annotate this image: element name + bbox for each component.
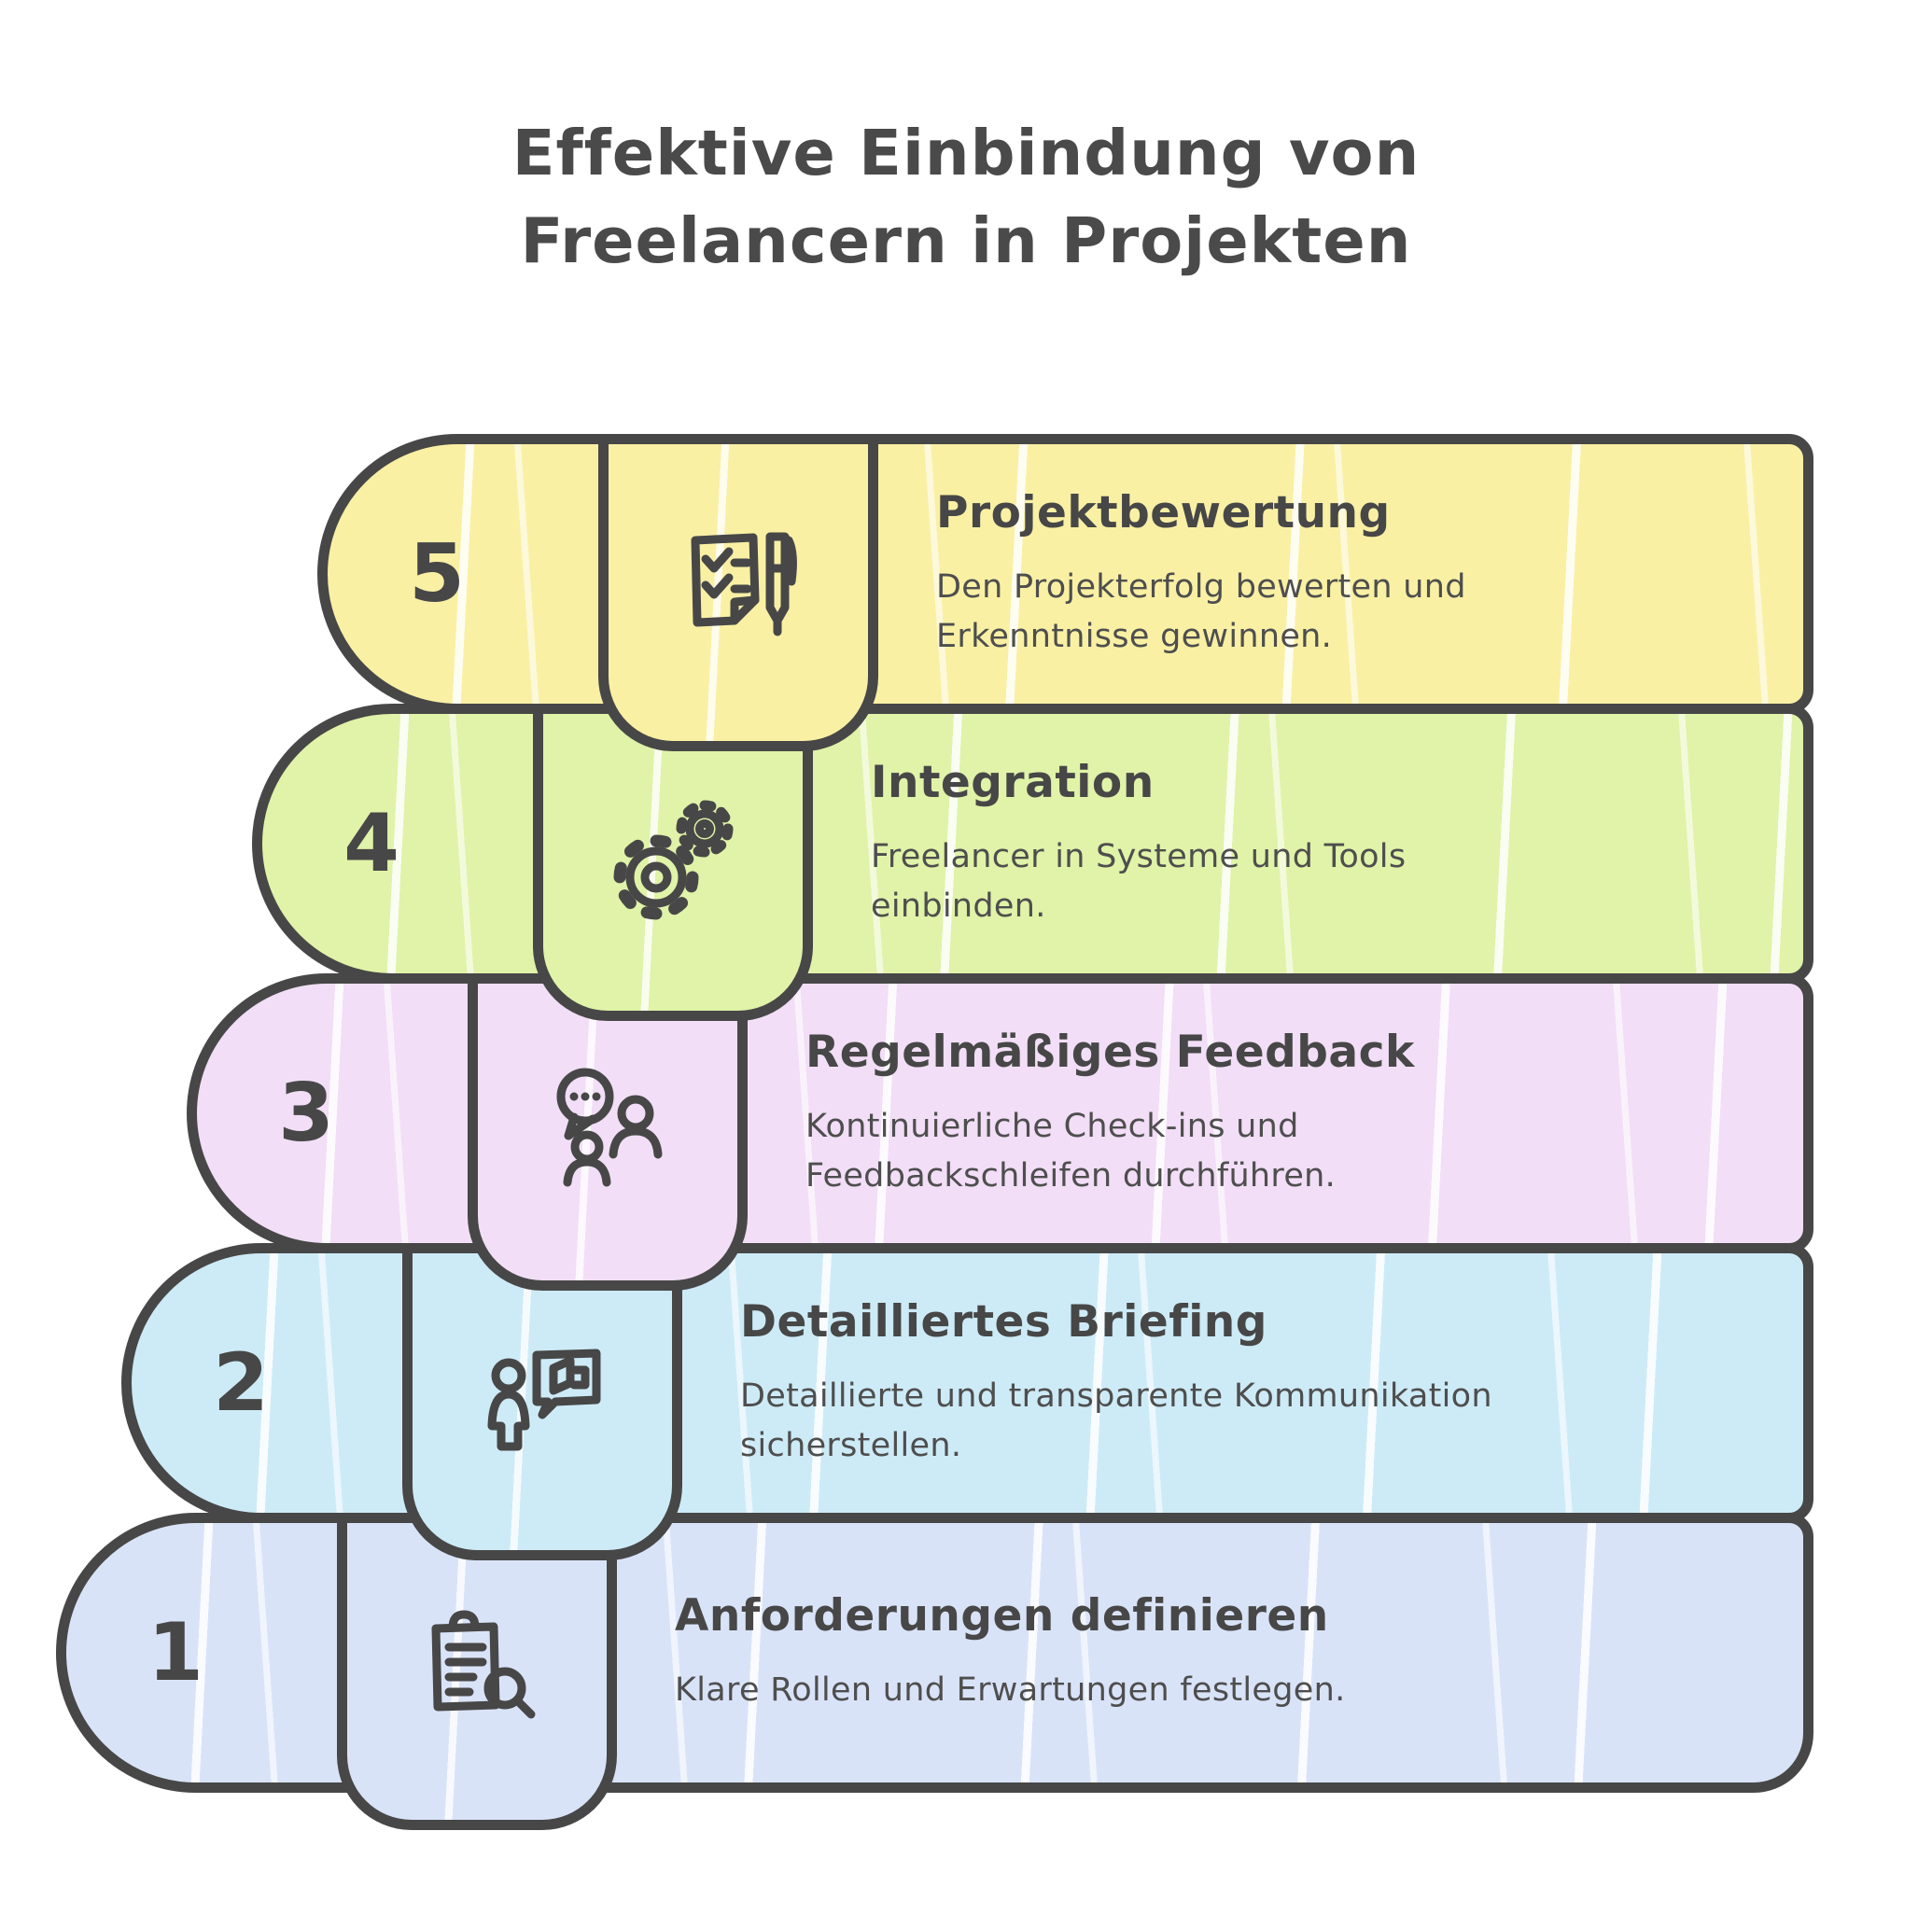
step-row-5: 5 [317, 434, 1813, 751]
step-text-block: Integration Freelancer in Systeme und To… [871, 714, 1755, 973]
step-row-4: 4 Integration Freelancer in Systeme [252, 704, 1813, 1021]
step-text-block: Projektbewertung Den Projekterfolg bewer… [936, 444, 1755, 704]
step-number-bubble: 5 [328, 444, 598, 704]
page-title-line1: Effektive Einbindung von [511, 117, 1421, 189]
checklist-pen-icon [664, 518, 813, 667]
step-number: 3 [278, 1067, 334, 1160]
step-title: Projektbewertung [936, 487, 1391, 538]
step-number: 5 [409, 527, 465, 621]
step-number-bubble: 3 [197, 984, 468, 1243]
step-icon-capsule [598, 434, 878, 751]
step-row-1: 1 Anforderungen [56, 1513, 1813, 1830]
step-number: 2 [213, 1336, 269, 1430]
step-number: 1 [147, 1606, 203, 1699]
step-row-3: 3 [187, 973, 1813, 1291]
step-title: Integration [871, 757, 1155, 808]
step-icon-capsule [533, 704, 813, 1021]
step-icon-capsule [468, 973, 748, 1291]
clipboard-search-icon [402, 1597, 552, 1746]
step-title: Detailliertes Briefing [740, 1296, 1267, 1348]
step-number: 4 [343, 797, 399, 890]
step-description: Detaillierte und transparente Kommunikat… [740, 1377, 1492, 1464]
step-number-bubble: 4 [262, 714, 533, 973]
step-description: Kontinuierliche Check-ins und Feedbacksc… [805, 1108, 1337, 1195]
step-number-bubble: 2 [132, 1253, 402, 1513]
step-title: Regelmäßiges Feedback [805, 1027, 1415, 1078]
step-title: Anforderungen definieren [675, 1590, 1329, 1642]
step-text-block: Detailliertes Briefing Detaillierte und … [740, 1253, 1755, 1513]
step-icon-capsule [402, 1243, 682, 1560]
gears-icon [598, 788, 748, 937]
step-description: Freelancer in Systeme und Tools einbinde… [871, 838, 1407, 925]
step-text-block: Regelmäßiges Feedback Kontinuierliche Ch… [805, 984, 1755, 1243]
step-text-block: Anforderungen definieren Klare Rollen un… [675, 1523, 1755, 1782]
step-icon-capsule [337, 1513, 617, 1830]
person-presentation-icon [468, 1327, 617, 1476]
chat-people-icon [533, 1057, 682, 1207]
page-title-line2: Freelancern in Projekten [520, 203, 1412, 277]
step-description: Den Projekterfolg bewerten und Erkenntni… [936, 568, 1466, 655]
step-number-bubble: 1 [66, 1523, 337, 1782]
step-description: Klare Rollen und Erwartungen festlegen. [675, 1671, 1346, 1710]
step-row-2: 2 Detailliertes Briefing Detaillierte un… [121, 1243, 1813, 1560]
